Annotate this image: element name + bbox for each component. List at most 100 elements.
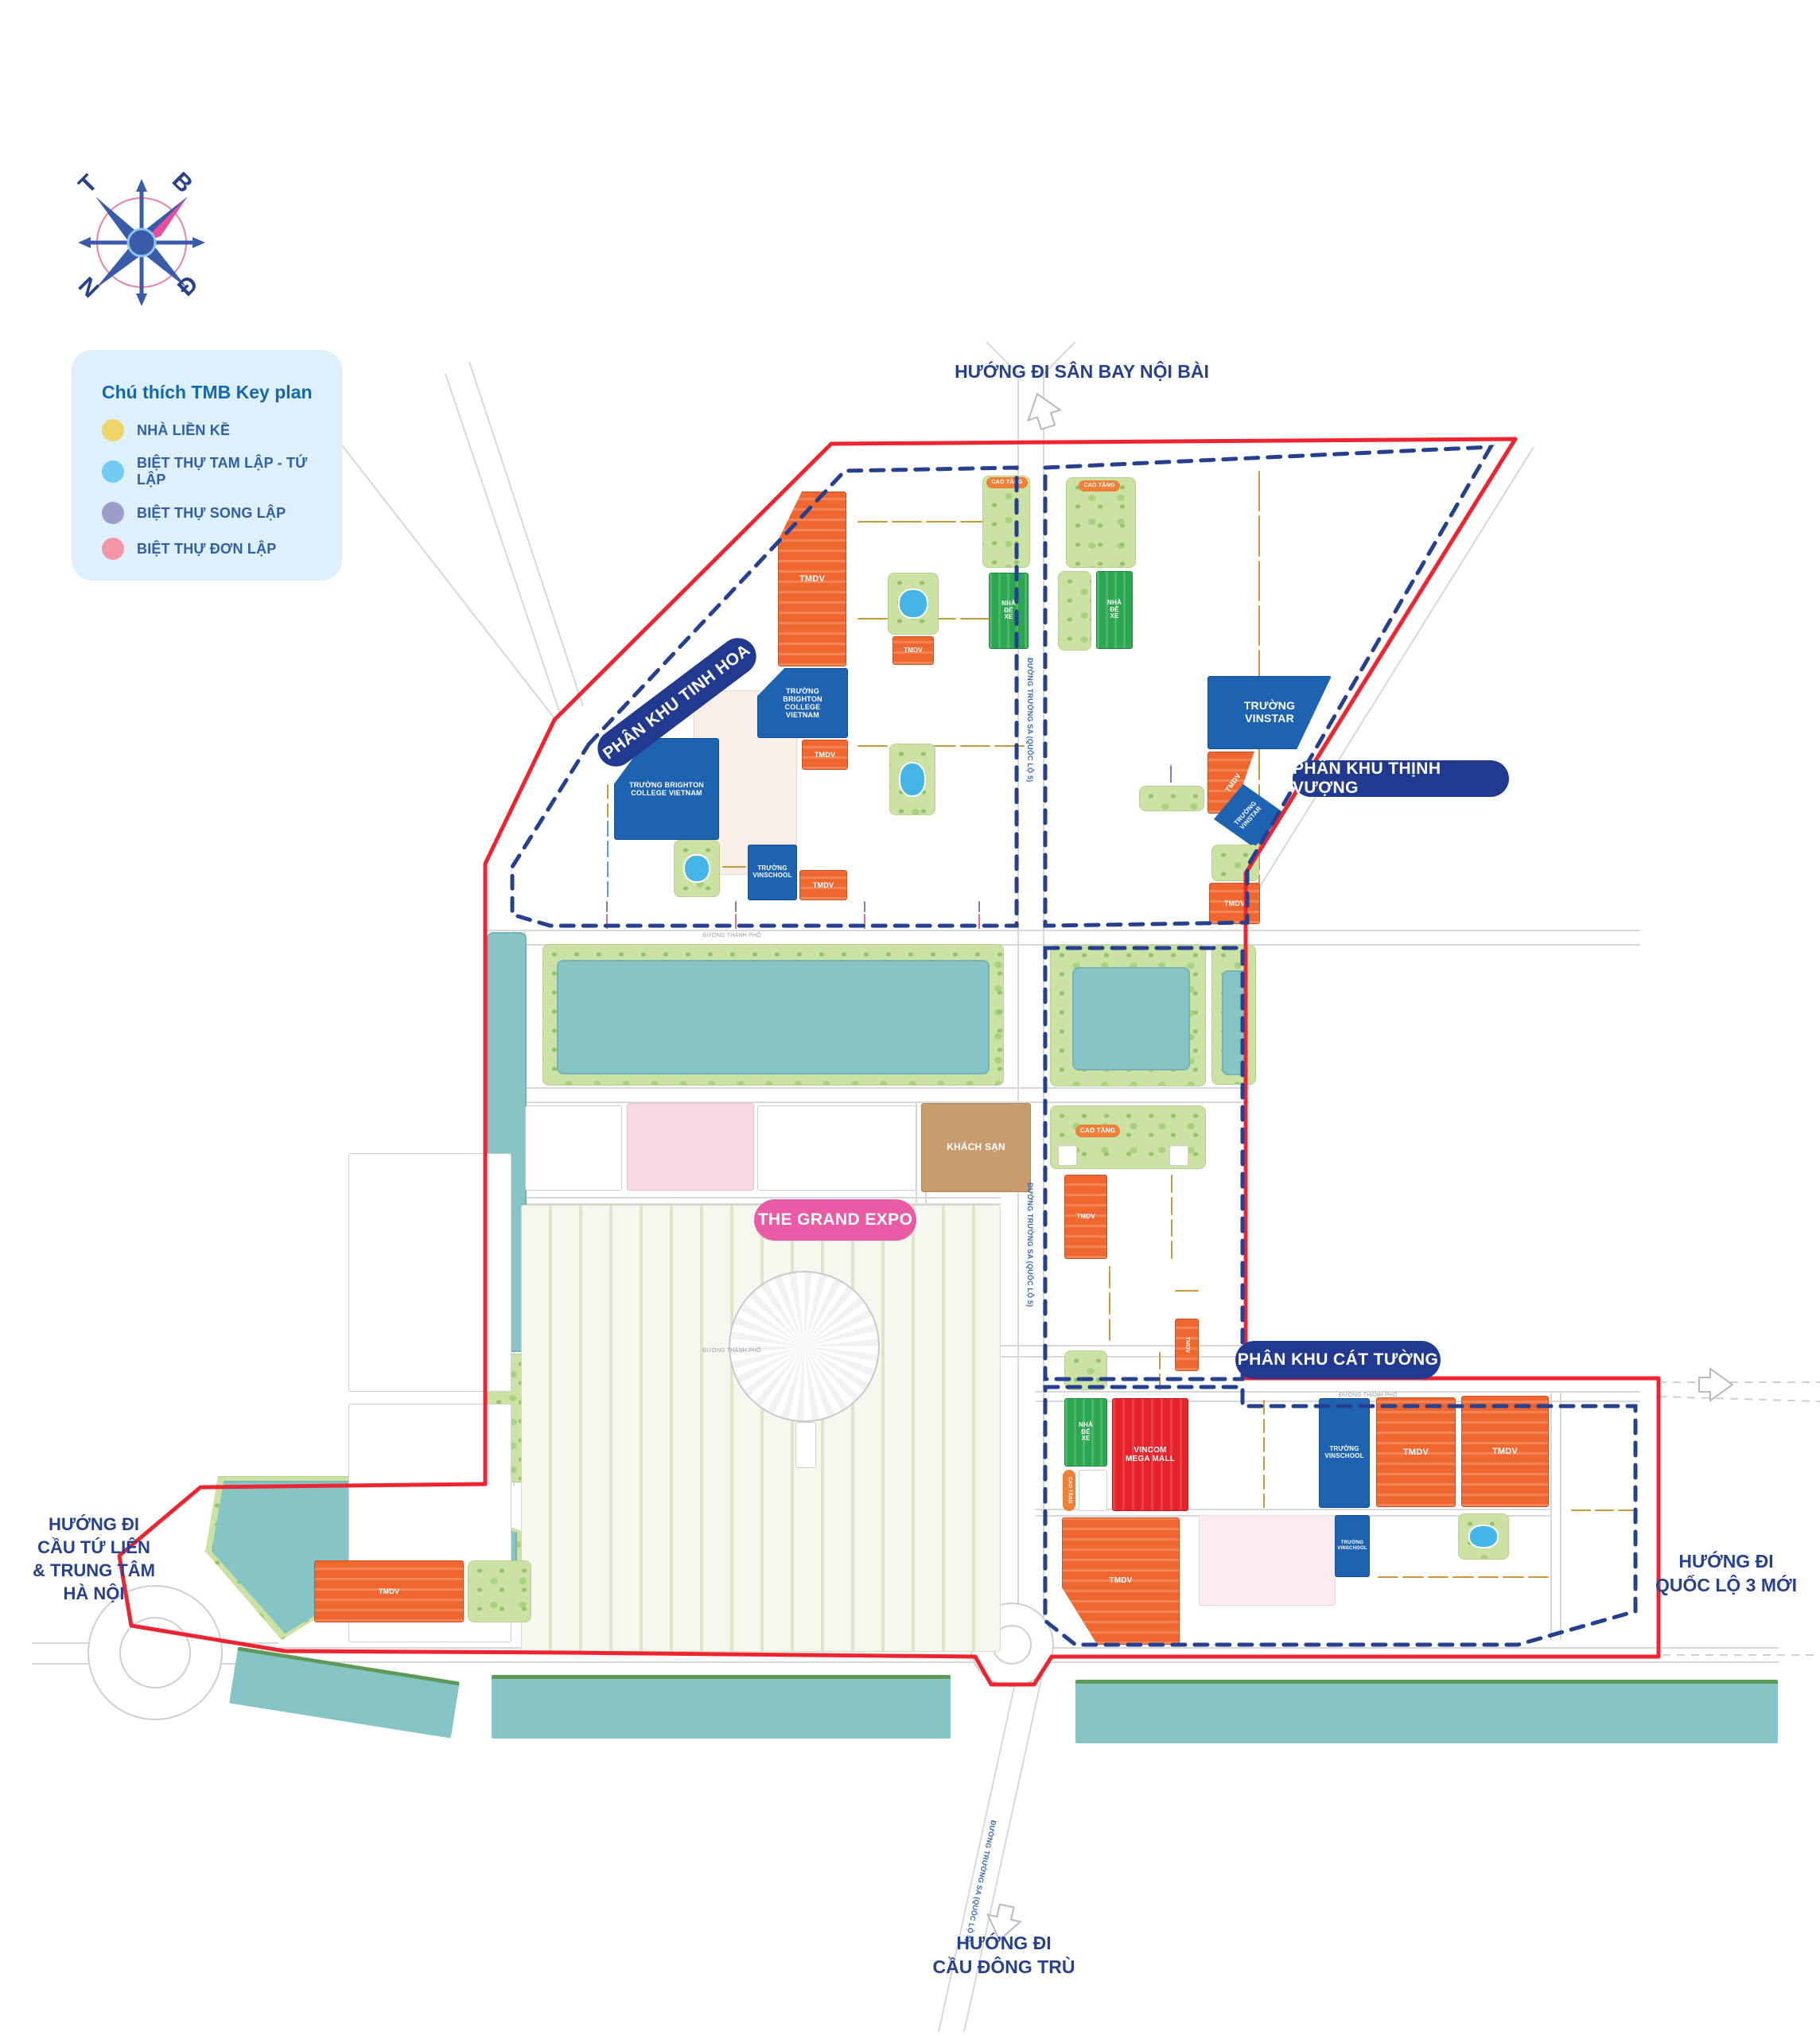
mini-caotang-mid: CAO TẦNG xyxy=(1075,1125,1120,1137)
rows-ct-strip xyxy=(1263,1455,1265,1471)
zone-badge-cat-tuong: PHÂN KHU CÁT TƯỜNG xyxy=(1235,1341,1441,1379)
direction-label-airport: HƯỚNG ĐI SÂN BAY NỘI BÀI xyxy=(955,361,1209,382)
hotel-label: KHÁCH SẠN xyxy=(947,1141,1005,1153)
road-label-tp-2-label: ĐƯỜNG THÀNH PHỐ xyxy=(1339,1393,1398,1399)
zone-badge-grand-expo: THE GRAND EXPO xyxy=(754,1199,916,1241)
rows-mid-3 xyxy=(1112,1352,1208,1390)
tower-mid-1 xyxy=(1058,1145,1077,1166)
park-ct xyxy=(1458,1513,1509,1560)
parking-e-label: NHÀ ĐỂ XE xyxy=(1107,598,1122,620)
cols-ct-s-strip xyxy=(1402,1576,1424,1578)
rows-ct-strip xyxy=(1263,1475,1265,1490)
tmdv-s: TMDV xyxy=(1062,1517,1180,1645)
pink-parcel-s xyxy=(1199,1515,1336,1606)
legend-dot-pink xyxy=(102,538,124,560)
direction-label-hanoi: HƯỚNG ĐI CẦU TỨ LIÊN & TRUNG TÂM HÀ NỘI xyxy=(33,1514,155,1604)
legend-title: Chú thích TMB Key plan xyxy=(102,382,313,402)
road-label-tp-3-label: ĐƯỜNG THÀNH PHỐ xyxy=(702,1348,761,1354)
tmdv-nw-small: TMDV xyxy=(892,636,934,665)
school-vinstar-2-label: TRƯỜNG VINSTAR xyxy=(1233,799,1263,831)
tmdv-nw-small-label: TMDV xyxy=(904,646,923,654)
road-label-tp-1: ĐƯỜNG THÀNH PHỐ xyxy=(668,931,795,942)
mini-caotang-w-label: CAO TẦNG xyxy=(991,480,1023,486)
road-label-truongsa-2: ĐƯỜNG TRƯỜNG SA (QUỐC LỘ 5) xyxy=(1021,1113,1039,1376)
school-vinschool-1: TRƯỜNG VINSCHOOL xyxy=(748,845,797,900)
rows-mid-3-strip xyxy=(1159,1352,1161,1370)
tmdv-brighton-label: TMDV xyxy=(814,750,836,759)
rows-ct-strip xyxy=(1263,1400,1265,1415)
cols-ct-s-strip xyxy=(1427,1576,1449,1578)
duo-pink-4-strip xyxy=(978,914,980,929)
tmdv-vinschool: TMDV xyxy=(799,870,847,900)
vincom-mega-mall-label: VINCOM MEGA MALL xyxy=(1126,1445,1175,1463)
canal-south-2 xyxy=(1075,1680,1778,1743)
hotel: KHÁCH SẠN xyxy=(921,1103,1031,1192)
rows-mid-2 xyxy=(1050,1266,1169,1341)
pool-icon xyxy=(897,588,929,620)
tmdv-s-label: TMDV xyxy=(1109,1576,1133,1586)
cols-ct-s-strip xyxy=(1378,1576,1399,1578)
cols-ct-s-strip xyxy=(1477,1576,1499,1578)
mini-caotang-mid-label: CAO TẦNG xyxy=(1079,1126,1116,1134)
cols-ct-e-strip xyxy=(1618,1510,1639,1511)
rows-w-cyan xyxy=(545,821,671,897)
rows-ct xyxy=(1213,1400,1315,1508)
col-w-yellow xyxy=(722,837,746,897)
mini-caotang-s-label: CAO TẦNG xyxy=(1067,1477,1072,1504)
grid-nw-3-strip xyxy=(994,744,1025,747)
direction-label-dongtru: HƯỚNG ĐI CẦU ĐÔNG TRÙ xyxy=(932,1933,1075,1978)
mini-caotang-e-label: CAO TẦNG xyxy=(1083,483,1115,489)
rows-w-yellow-strip xyxy=(607,802,609,818)
legend-item-song-lap: BIỆT THỰ SONG LẬP xyxy=(102,502,321,524)
col-mid-y-strip xyxy=(1175,1290,1199,1292)
park-sw-2 xyxy=(468,1560,531,1622)
cols-ct-s-strip xyxy=(1452,1576,1474,1578)
grand-expo-area xyxy=(521,1205,1001,1652)
parking-w-label: NHÀ ĐỂ XE xyxy=(1001,599,1016,621)
duo-pink-1-strip xyxy=(606,914,608,929)
cols-ct-e xyxy=(1571,1397,1639,1623)
canal-south-diag xyxy=(229,1646,460,1739)
purple-ne xyxy=(1139,765,1203,783)
central-lake xyxy=(557,960,990,1074)
road-label-truongsa-1: ĐƯỜNG TRƯỜNG SA (QUỐC LỘ 5) xyxy=(1021,589,1039,851)
grid-nw-3-strip xyxy=(858,744,888,747)
road-label-tp-2: ĐƯỜNG THÀNH PHỐ xyxy=(1305,1390,1432,1401)
tmdv-brighton: TMDV xyxy=(802,740,848,770)
rows-mid-1-strip xyxy=(1171,1241,1172,1259)
tmdv-ct-1: TMDV xyxy=(1376,1397,1456,1507)
rows-w-cyan-strip xyxy=(607,841,609,857)
legend-dot-yellow xyxy=(102,419,124,441)
school-vinschool-ct2-label: TRƯỜNG VINSCHOOL xyxy=(1337,1541,1367,1551)
road-label-tp-3: ĐƯỜNG THÀNH PHỐ xyxy=(668,1346,795,1357)
cols-ct-s-strip xyxy=(1503,1576,1524,1578)
towers-s xyxy=(1079,1470,1107,1511)
canal-south-1 xyxy=(492,1675,951,1739)
rows-mid-3-strip xyxy=(1159,1373,1161,1390)
pink-parcel xyxy=(627,1103,754,1191)
grid-nw-3 xyxy=(858,672,1025,819)
school-vinstar-1-label: TRƯỜNG VINSTAR xyxy=(1243,699,1296,725)
park-ne xyxy=(1139,786,1204,811)
rows-w-cyan-strip xyxy=(607,861,609,877)
rows-mid-1-strip xyxy=(1171,1196,1172,1215)
pool-icon xyxy=(1468,1525,1499,1548)
mini-caotang-e: CAO TẦNG xyxy=(1079,480,1120,492)
duo-purple-4-strip xyxy=(978,901,980,912)
tmdv-nw-label: TMDV xyxy=(799,573,825,584)
pool-strip xyxy=(1222,970,1247,1075)
school-vinschool-1-label: TRƯỜNG VINSCHOOL xyxy=(752,865,792,879)
legend-item-tam-lap: BIỆT THỰ TAM LẬP - TỨ LẬP xyxy=(102,455,321,488)
rows-ct-strip xyxy=(1263,1493,1265,1508)
duo-purple-3-strip xyxy=(864,901,865,912)
rows-mid-1-strip xyxy=(1171,1218,1172,1238)
rows-mid-2-strip xyxy=(1109,1292,1110,1315)
road-label-truongsa-3-label: ĐƯỜNG TRƯỜNG SA (QUỐC LỘ 5) xyxy=(963,1819,998,1943)
duo-purple-2 xyxy=(676,901,795,912)
road-label-tp-1-label: ĐƯỜNG THÀNH PHỐ xyxy=(702,933,761,939)
rows-w-cyan-strip xyxy=(607,821,609,837)
duo-pink-2 xyxy=(676,914,795,929)
grid-nw-2-strip xyxy=(960,618,990,620)
